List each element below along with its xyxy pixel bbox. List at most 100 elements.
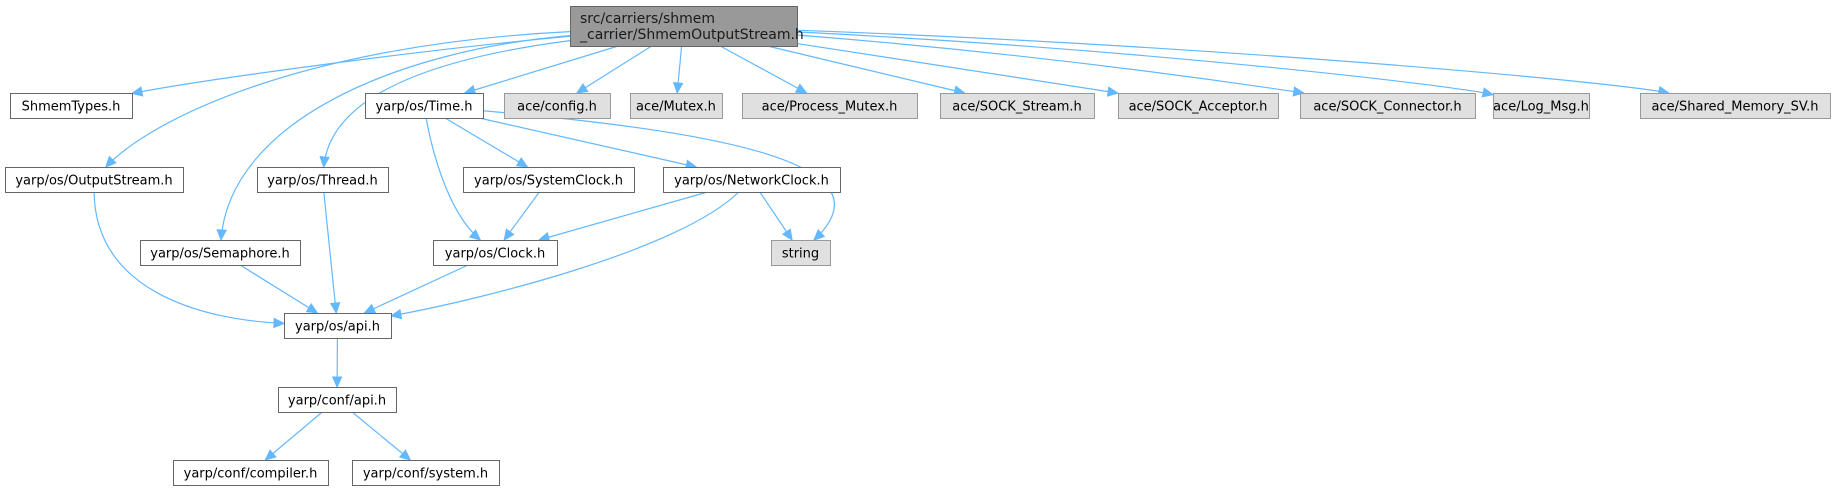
node-label: ace/SOCK_Connector.h: [1313, 100, 1461, 115]
node-semaphore[interactable]: yarp/os/Semaphore.h: [140, 240, 301, 266]
edge-line: [464, 45, 619, 94]
arrowhead-icon: [672, 82, 684, 95]
node-label: ace/Shared_Memory_SV.h: [1652, 100, 1819, 115]
node-label: yarp/conf/system.h: [363, 467, 488, 482]
nodes-layer: src/carriers/shmem_carrier/ShmemOutputSt…: [5, 6, 1831, 486]
edge-line: [323, 191, 337, 314]
edge-networkclock-to-clock: [537, 191, 708, 243]
node-box: [173, 460, 329, 486]
edge-line: [131, 35, 571, 95]
node-thread[interactable]: yarp/os/Thread.h: [257, 167, 389, 193]
node-label: ShmemTypes.h: [22, 100, 121, 115]
edge-networkclock-to-osapi: [389, 191, 740, 320]
node-label: yarp/conf/api.h: [288, 394, 386, 409]
node-box: [1300, 93, 1476, 119]
arrowhead-icon: [331, 376, 343, 389]
node-osapi[interactable]: yarp/os/api.h: [284, 313, 392, 339]
edge-line: [93, 191, 285, 324]
node-box: [463, 167, 635, 193]
edge-clock-to-osapi: [363, 264, 469, 314]
arrowhead-icon: [1106, 86, 1120, 97]
edge-root-to-thread: [319, 40, 571, 169]
arrowhead-icon: [398, 449, 412, 461]
node-label: ace/SOCK_Acceptor.h: [1129, 100, 1268, 115]
node-aceprocmutex[interactable]: ace/Process_Mutex.h: [742, 93, 918, 119]
arrowhead-icon: [575, 82, 589, 94]
node-string[interactable]: string: [771, 240, 831, 266]
edge-root-to-semaphore: [216, 35, 571, 242]
arrowhead-icon: [515, 157, 529, 168]
edge-outputstream-to-osapi: [93, 191, 286, 329]
edge-line: [425, 117, 481, 241]
arrowhead-icon: [813, 228, 826, 241]
edge-semaphore-to-osapi: [239, 264, 319, 314]
edge-line: [364, 264, 469, 314]
node-time[interactable]: yarp/os/Time.h: [365, 93, 484, 119]
edge-time-to-clock: [425, 117, 482, 241]
node-label: src/carriers/shmem: [580, 11, 715, 27]
node-box: [284, 313, 392, 339]
edge-line: [767, 45, 965, 94]
edge-time-to-networkclock: [479, 117, 698, 170]
edge-root-to-acesockacceptor: [796, 42, 1120, 97]
edge-systemclock-to-clock: [503, 191, 540, 241]
node-box: [278, 387, 397, 413]
node-box: [663, 167, 841, 193]
node-label: ace/Log_Msg.h: [1493, 100, 1589, 115]
arrowhead-icon: [363, 303, 377, 314]
node-acemutex[interactable]: ace/Mutex.h: [630, 93, 723, 119]
node-shmemtypes[interactable]: ShmemTypes.h: [10, 93, 133, 119]
node-system[interactable]: yarp/conf/system.h: [352, 460, 500, 486]
node-acesockstream[interactable]: ace/SOCK_Stream.h: [940, 93, 1095, 119]
edge-line: [796, 29, 1669, 94]
edge-line: [351, 411, 411, 461]
node-box: [257, 167, 389, 193]
node-box: [940, 93, 1095, 119]
node-label: yarp/os/SystemClock.h: [474, 174, 623, 189]
node-box: [570, 6, 798, 47]
node-clock[interactable]: yarp/os/Clock.h: [433, 240, 558, 266]
edges-layer: [93, 29, 1671, 461]
node-box: [365, 93, 484, 119]
node-label: yarp/os/api.h: [295, 320, 380, 335]
node-label: ace/SOCK_Stream.h: [952, 100, 1082, 115]
node-label: yarp/conf/compiler.h: [184, 467, 318, 482]
node-systemclock[interactable]: yarp/os/SystemClock.h: [463, 167, 635, 193]
edge-line: [796, 42, 1119, 94]
edge-root-to-acelogmsg: [796, 31, 1495, 98]
edge-root-to-acesockconnector: [796, 34, 1305, 97]
arrowhead-icon: [794, 83, 808, 94]
node-box: [5, 167, 184, 193]
arrowhead-icon: [305, 302, 319, 314]
edge-line: [479, 117, 697, 168]
edge-line: [390, 191, 740, 317]
edge-line: [482, 110, 835, 241]
node-box: [433, 240, 558, 266]
node-networkclock[interactable]: yarp/os/NetworkClock.h: [663, 167, 841, 193]
node-acesockacceptor[interactable]: ace/SOCK_Acceptor.h: [1118, 93, 1279, 119]
edge-time-to-systemclock: [444, 117, 529, 168]
node-label: ace/config.h: [517, 100, 597, 115]
node-aceshmsv[interactable]: ace/Shared_Memory_SV.h: [1640, 93, 1831, 119]
arrowhead-icon: [319, 156, 330, 169]
node-label: _carrier/ShmemOutputStream.h: [579, 27, 804, 43]
edge-line: [220, 35, 571, 241]
edge-line: [719, 45, 807, 94]
arrowhead-icon: [781, 228, 793, 242]
node-aceconfig[interactable]: ace/config.h: [504, 93, 611, 119]
node-box: [1493, 93, 1590, 119]
node-acelogmsg[interactable]: ace/Log_Msg.h: [1493, 93, 1590, 119]
arrowhead-icon: [329, 302, 341, 315]
node-label: ace/Process_Mutex.h: [762, 100, 898, 115]
node-box: [504, 93, 611, 119]
edge-osapi-to-confapi: [331, 337, 343, 389]
node-box: [742, 93, 918, 119]
node-outputstream[interactable]: yarp/os/OutputStream.h: [5, 167, 184, 193]
node-compiler[interactable]: yarp/conf/compiler.h: [173, 460, 329, 486]
node-label: yarp/os/OutputStream.h: [15, 174, 172, 189]
node-root[interactable]: src/carriers/shmem_carrier/ShmemOutputSt…: [570, 6, 804, 47]
node-confapi[interactable]: yarp/conf/api.h: [278, 387, 397, 413]
node-acesockconnector[interactable]: ace/SOCK_Connector.h: [1300, 93, 1476, 119]
edge-line: [538, 191, 708, 241]
node-label: yarp/os/Clock.h: [445, 247, 545, 262]
